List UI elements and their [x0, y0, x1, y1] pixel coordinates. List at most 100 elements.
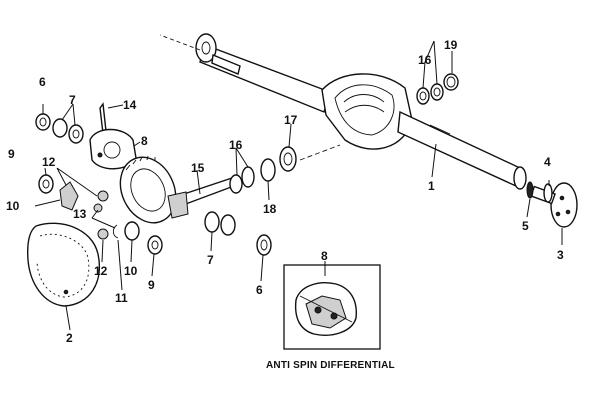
bearing-6-upper-bore: [39, 117, 47, 127]
leader-16-upper-b: [433, 40, 438, 85]
thrust-washer-9b-bore: [151, 240, 159, 250]
leader-7-upper: [61, 103, 76, 126]
callout-2: 2: [66, 331, 73, 345]
bearing-cup-16a: [416, 87, 430, 105]
ring-gear-bore: [130, 168, 166, 212]
left-axle-tube: [199, 44, 331, 113]
stud-2: [565, 209, 571, 215]
crush-sleeve-18: [260, 158, 276, 182]
drain-plug: [63, 289, 69, 295]
callout-12-upper: 12: [42, 155, 56, 169]
leader-17: [288, 123, 292, 148]
pinion-bearing-16a: [229, 174, 243, 194]
inner-bearing-7a: [204, 211, 220, 233]
left-housing-flange: [195, 33, 217, 63]
thrust-washer-9b: [147, 235, 163, 255]
leader-2: [65, 305, 71, 331]
callout-4: 4: [544, 155, 551, 169]
right-bearing-set: [416, 73, 459, 105]
callout-14: 14: [123, 98, 137, 112]
shim-19-bore: [446, 76, 456, 88]
bearing-cup-6-bore: [260, 239, 268, 251]
bearing-7-cone: [68, 124, 84, 144]
diff-bolt: [97, 152, 103, 158]
tube-weld-line: [429, 124, 451, 135]
left-carrier-parts: [35, 102, 163, 255]
axle-bearing-4: [543, 183, 553, 203]
callout-10-upper: 10: [6, 199, 20, 213]
leader-7-lower: [210, 231, 213, 252]
diff-case-window: [103, 141, 121, 159]
axle-shaft-flange: [550, 182, 578, 228]
callout-1: 1: [428, 179, 435, 193]
callout-3: 3: [557, 248, 564, 262]
leader-1: [431, 143, 437, 178]
right-housing-flange: [513, 166, 527, 190]
leader-5: [526, 198, 531, 218]
axle-shaft-assembly: [526, 181, 578, 228]
carrier-ribs-2: [344, 104, 385, 113]
axle-seal-5: [526, 181, 534, 199]
right-axle-tube: [397, 110, 521, 187]
callout-8-inset: 8: [321, 249, 328, 263]
pinion-gear-head: [167, 191, 189, 219]
callout-7-lower: 7: [207, 253, 214, 267]
alignment-dashed-line: [299, 144, 341, 161]
callout-numbers: 16 19 1 4 5 3 6 7 14 8 9 12 10 13 12 11 …: [6, 38, 564, 345]
callout-6-upper: 6: [39, 75, 46, 89]
leader-16-upper-a: [422, 40, 435, 89]
carrier-ribs: [343, 94, 385, 103]
inner-bearing-7b: [220, 214, 236, 236]
callout-19: 19: [444, 38, 458, 52]
callout-13: 13: [73, 207, 87, 221]
cover-outline: [27, 222, 100, 307]
pinion-gear-13b: [93, 203, 103, 213]
stud-3: [555, 211, 561, 217]
leader-16-pinion: [235, 147, 249, 176]
ring-gear-teeth: [125, 155, 156, 171]
bearing-cup-6: [256, 234, 272, 256]
callout-16-pinion: 16: [229, 138, 243, 152]
callout-6-lower: 6: [256, 283, 263, 297]
left-flange-bore: [201, 41, 211, 55]
lock-clip-11: [112, 224, 119, 239]
pinion-bearing-16b: [241, 166, 255, 188]
leader-18: [267, 180, 270, 201]
anti-spin-bolt-1: [314, 306, 322, 314]
leader-10-lower: [130, 239, 133, 263]
callout-11: 11: [115, 291, 128, 305]
anti-spin-split-line: [299, 295, 353, 323]
axle-housing: [159, 33, 527, 190]
bearing-7-cone-bore: [72, 129, 80, 139]
left-tube-end: [211, 54, 241, 75]
callout-15: 15: [191, 161, 205, 175]
shim-19: [443, 73, 459, 91]
callout-10-lower: 10: [124, 264, 138, 278]
leader-15: [196, 169, 201, 195]
stud-1: [559, 195, 565, 201]
inset-anti-spin-differential: ANTI SPIN DIFFERENTIAL: [266, 264, 395, 371]
left-alignment-line: [159, 34, 201, 51]
bearing-cup-16a-bore: [419, 91, 427, 101]
thrust-washer-9a-bore: [42, 179, 50, 189]
leader-9-upper: [44, 167, 47, 176]
leader-6-lower: [260, 254, 264, 282]
callout-9-lower: 9: [148, 278, 155, 292]
inset-caption: ANTI SPIN DIFFERENTIAL: [266, 360, 395, 371]
callout-8: 8: [141, 134, 148, 148]
leader-11: [117, 239, 123, 291]
differential-cover: [27, 222, 100, 307]
callout-18: 18: [263, 202, 277, 216]
leader-12-lower: [101, 239, 104, 263]
leader-8: [133, 141, 141, 147]
leader-9-lower: [151, 253, 155, 277]
thrust-washer-9a: [38, 174, 54, 194]
side-gear-12a: [59, 181, 79, 211]
callout-16-upper: 16: [418, 53, 432, 67]
callout-7-upper: 7: [69, 93, 76, 107]
leader-13: [91, 209, 116, 229]
leader-10-upper: [34, 199, 61, 207]
callout-9-upper: 9: [8, 147, 15, 161]
